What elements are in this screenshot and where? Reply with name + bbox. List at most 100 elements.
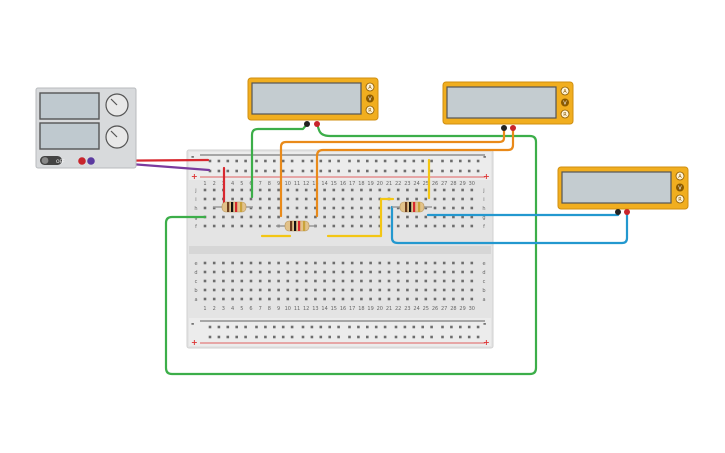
terminal-hole[interactable] [360, 215, 363, 219]
terminal-hole[interactable] [258, 279, 262, 283]
terminal-hole[interactable] [212, 206, 216, 210]
terminal-hole[interactable] [341, 261, 345, 265]
terminal-hole[interactable] [314, 279, 317, 283]
rail-hole-bottom-pos[interactable] [226, 335, 230, 339]
rail-hole-bottom-pos[interactable] [403, 335, 407, 339]
terminal-hole[interactable] [286, 197, 290, 201]
rail-hole-bottom-neg[interactable] [328, 325, 331, 329]
wire-yellow-jumper-2[interactable] [326, 197, 395, 238]
terminal-hole[interactable] [314, 197, 317, 201]
terminal-hole[interactable] [369, 197, 372, 201]
rail-hole-top-neg[interactable] [235, 159, 238, 163]
terminal-hole[interactable] [350, 215, 354, 219]
rail-hole-bottom-pos[interactable] [337, 335, 340, 339]
terminal-hole[interactable] [442, 297, 446, 301]
terminal-hole[interactable] [268, 188, 271, 192]
rail-hole-top-pos[interactable] [337, 169, 340, 173]
terminal-hole[interactable] [406, 197, 409, 201]
terminal-hole[interactable] [304, 188, 308, 192]
terminal-hole[interactable] [433, 197, 437, 201]
terminal-hole[interactable] [240, 270, 244, 274]
rail-hole-bottom-neg[interactable] [264, 325, 267, 329]
terminal-hole[interactable] [360, 261, 363, 265]
rail-hole-bottom-neg[interactable] [310, 325, 314, 329]
multimeter-3-com-probe[interactable] [615, 209, 621, 215]
terminal-hole[interactable] [415, 215, 418, 219]
rail-hole-top-pos[interactable] [301, 169, 305, 173]
terminal-hole[interactable] [286, 297, 290, 301]
terminal-hole[interactable] [341, 215, 345, 219]
rail-hole-bottom-neg[interactable] [226, 325, 230, 329]
terminal-hole[interactable] [314, 206, 317, 210]
rail-hole-top-pos[interactable] [467, 169, 471, 173]
terminal-hole[interactable] [406, 270, 409, 274]
rail-hole-bottom-neg[interactable] [319, 325, 323, 329]
terminal-hole[interactable] [461, 270, 464, 274]
terminal-hole[interactable] [203, 288, 207, 292]
rail-hole-bottom-neg[interactable] [357, 325, 360, 329]
terminal-hole[interactable] [249, 206, 253, 210]
terminal-hole[interactable] [222, 224, 225, 228]
rail-hole-bottom-neg[interactable] [467, 325, 471, 329]
terminal-hole[interactable] [231, 270, 234, 274]
terminal-hole[interactable] [314, 261, 317, 265]
terminal-hole[interactable] [268, 279, 271, 283]
terminal-hole[interactable] [240, 224, 244, 228]
rail-hole-top-pos[interactable] [208, 169, 212, 173]
terminal-hole[interactable] [295, 279, 299, 283]
terminal-hole[interactable] [222, 279, 225, 283]
terminal-hole[interactable] [332, 288, 336, 292]
rail-hole-top-pos[interactable] [394, 169, 398, 173]
terminal-hole[interactable] [442, 224, 446, 228]
terminal-hole[interactable] [212, 188, 216, 192]
terminal-hole[interactable] [350, 197, 354, 201]
terminal-hole[interactable] [203, 261, 207, 265]
rail-hole-top-neg[interactable] [310, 159, 314, 163]
rail-hole-top-pos[interactable] [255, 169, 258, 173]
rail-hole-bottom-neg[interactable] [441, 325, 444, 329]
rail-hole-bottom-neg[interactable] [459, 325, 462, 329]
terminal-hole[interactable] [406, 279, 409, 283]
terminal-hole[interactable] [258, 270, 262, 274]
terminal-hole[interactable] [470, 206, 474, 210]
rail-hole-bottom-neg[interactable] [301, 325, 305, 329]
positive-terminal[interactable] [78, 157, 86, 165]
terminal-hole[interactable] [341, 206, 345, 210]
terminal-hole[interactable] [424, 188, 428, 192]
terminal-hole[interactable] [387, 224, 391, 228]
terminal-hole[interactable] [323, 270, 326, 274]
terminal-hole[interactable] [433, 206, 437, 210]
terminal-hole[interactable] [369, 270, 372, 274]
multimeter-1-volt-button[interactable] [366, 94, 374, 103]
terminal-hole[interactable] [396, 188, 400, 192]
terminal-hole[interactable] [314, 297, 317, 301]
terminal-hole[interactable] [433, 188, 437, 192]
rail-hole-top-pos[interactable] [348, 169, 351, 173]
rail-hole-top-neg[interactable] [476, 159, 480, 163]
terminal-hole[interactable] [369, 297, 372, 301]
terminal-hole[interactable] [378, 270, 382, 274]
rail-hole-bottom-neg[interactable] [450, 325, 453, 329]
terminal-hole[interactable] [406, 224, 409, 228]
terminal-hole[interactable] [323, 297, 326, 301]
breadboard[interactable]: - + - + - + - + 112233445566778899101011… [186, 149, 494, 349]
terminal-hole[interactable] [396, 215, 400, 219]
terminal-hole[interactable] [378, 288, 382, 292]
terminal-hole[interactable] [406, 188, 409, 192]
rail-hole-top-neg[interactable] [264, 159, 267, 163]
terminal-hole[interactable] [249, 224, 253, 228]
terminal-hole[interactable] [415, 188, 418, 192]
terminal-hole[interactable] [341, 297, 345, 301]
terminal-hole[interactable] [369, 206, 372, 210]
terminal-hole[interactable] [277, 206, 280, 210]
rail-hole-bottom-pos[interactable] [348, 335, 351, 339]
multimeter-2-plus-probe[interactable] [510, 125, 516, 131]
terminal-hole[interactable] [212, 279, 216, 283]
terminal-hole[interactable] [406, 215, 409, 219]
rail-hole-bottom-pos[interactable] [208, 335, 212, 339]
terminal-hole[interactable] [258, 197, 262, 201]
terminal-hole[interactable] [452, 270, 455, 274]
rail-hole-top-neg[interactable] [394, 159, 398, 163]
terminal-hole[interactable] [387, 288, 391, 292]
terminal-hole[interactable] [442, 206, 446, 210]
